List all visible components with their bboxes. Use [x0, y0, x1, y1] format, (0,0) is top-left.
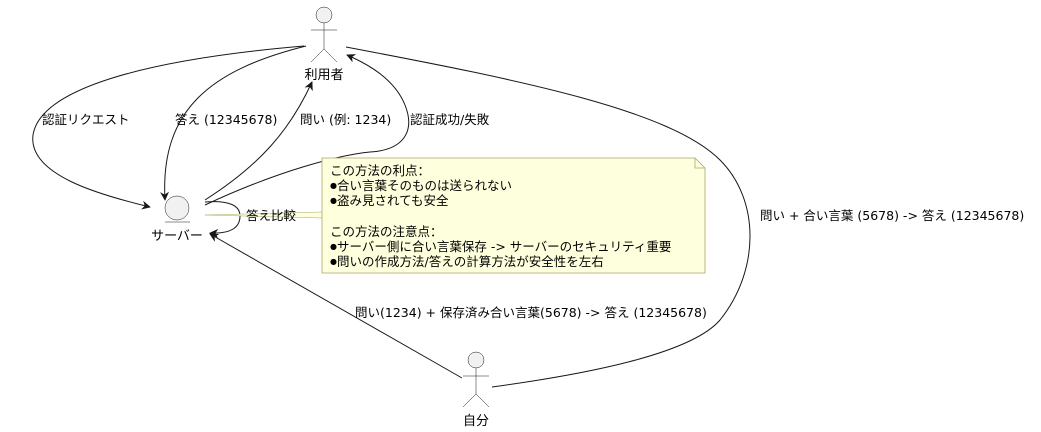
edge-user-to-self — [345, 46, 751, 388]
actor-label-self: 自分 — [462, 414, 490, 429]
note-box — [321, 157, 706, 274]
edge-question — [204, 81, 313, 201]
note-pro-item: ●盗み見されても安全 — [330, 193, 449, 209]
note-heading-cons: この方法の注意点： — [330, 223, 443, 239]
bullet-icon: ● — [330, 257, 337, 267]
actor-user-icon — [310, 6, 338, 63]
actor-self-icon — [462, 351, 490, 408]
edge-label-user-to-self: 問い + 合い言葉 (5678) -> 答え (12345678) — [760, 208, 1025, 223]
bullet-icon: ● — [330, 196, 337, 206]
actor-label-server: サーバー — [151, 229, 203, 244]
note-con-item: ●サーバー側に合い言葉保存 -> サーバーのセキュリティ重要 — [330, 239, 672, 254]
edge-label-auth-result: 認証成功/失敗 — [410, 112, 490, 127]
edge-auth-request — [32, 45, 305, 210]
actor-label-user: 利用者 — [304, 68, 344, 83]
edge-label-answer: 答え (12345678) — [175, 112, 278, 127]
edge-answer — [160, 45, 307, 201]
note-con-item: ●問いの作成方法/答えの計算方法が安全性を左右 — [330, 254, 604, 270]
edge-auth-result — [204, 54, 410, 206]
note-pro-item: ●合い言葉そのものは送られない — [330, 178, 512, 194]
edge-label-question: 問い (例: 1234) — [300, 112, 392, 127]
note: この方法の利点： ●合い言葉そのものは送られない ●盗み見されても安全 この方法… — [322, 158, 705, 273]
edge-label-auth-request: 認証リクエスト — [42, 112, 130, 127]
bullet-icon: ● — [330, 181, 337, 191]
bullet-icon: ● — [330, 242, 337, 251]
edge-self-to-server — [209, 233, 463, 379]
note-heading-pros: この方法の利点： — [330, 163, 431, 178]
edge-label-compare: 答え比較 — [246, 208, 297, 223]
edge-compare-loop — [204, 201, 241, 238]
edge-label-self-to-server: 問い(1234) + 保存済み合い言葉(5678) -> 答え (1234567… — [355, 305, 707, 320]
actor-server-icon — [164, 195, 190, 223]
